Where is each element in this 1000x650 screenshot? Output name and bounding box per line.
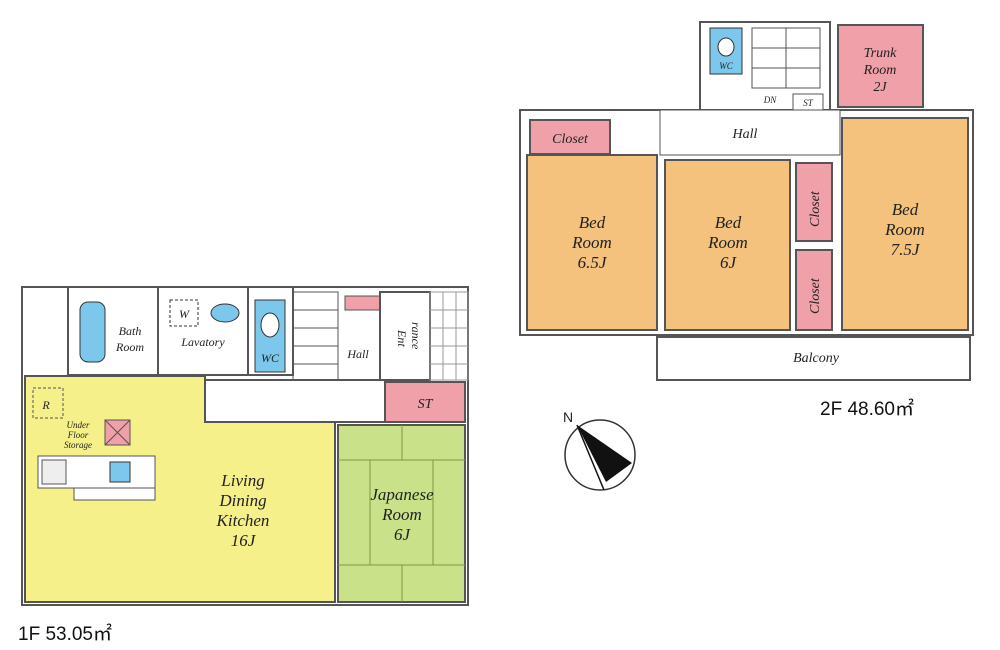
closet-bedroom-1 <box>529 119 611 155</box>
floor-2-area-label: 2F 48.60㎡ <box>820 397 914 420</box>
bedroom-2-label-2: Room <box>707 233 748 252</box>
stairs-1f <box>292 291 339 381</box>
hall-1f-label: Hall <box>346 347 369 361</box>
wc-1f-label: WC <box>261 351 280 365</box>
ldk-label-1: Living <box>220 471 264 490</box>
closet-vertical-2 <box>795 249 833 331</box>
compass: N <box>563 409 636 491</box>
ldk-label-2: Dining <box>218 491 266 510</box>
bedroom-2-label-1: Bed <box>715 213 742 232</box>
storage-1f-label: ST <box>418 397 434 412</box>
wc-2f-label: WC <box>719 61 733 71</box>
toilet-2f-icon <box>717 37 735 57</box>
lavatory <box>157 286 249 376</box>
north-arrow-icon <box>577 425 632 482</box>
corridor-1f <box>204 379 386 423</box>
balcony-label: Balcony <box>793 351 840 366</box>
entrance-label-2: rance <box>409 322 423 350</box>
bedroom-3-label-2: Room <box>884 220 925 239</box>
washer-label: W <box>179 307 190 321</box>
refrigerator-label: R <box>41 398 50 412</box>
japanese-label-2: Room <box>381 505 422 524</box>
bedroom-3 <box>841 117 969 331</box>
toilet-icon <box>260 312 280 338</box>
hall-2f-label: Hall <box>732 127 758 142</box>
stairs-2f <box>751 27 821 89</box>
shoe-storage <box>344 295 381 311</box>
compass-north-label: N <box>563 409 573 425</box>
closet-vertical-1-label: Closet <box>808 190 823 227</box>
kitchen-bar <box>73 487 156 501</box>
floor-1-area-label: 1F 53.05㎡ <box>18 622 112 645</box>
bath-label-2: Room <box>115 340 144 354</box>
ldk <box>24 375 336 603</box>
stove-icon <box>41 459 67 485</box>
sink-icon <box>210 303 240 323</box>
balcony <box>656 336 971 381</box>
trunk-room <box>837 24 924 108</box>
tatami-lines <box>338 425 465 602</box>
bedroom-3-label-3: 7.5J <box>891 240 921 259</box>
bedroom-3-label-1: Bed <box>892 200 919 219</box>
trunk-label-1: Trunk <box>864 46 897 61</box>
storage-label-1: Under <box>67 420 90 430</box>
entrance <box>379 291 431 381</box>
bedroom-1-label-3: 6.5J <box>578 253 608 272</box>
japanese-label-3: 6J <box>394 525 412 544</box>
storage-2f-label: ST <box>803 98 814 108</box>
bathtub-icon <box>79 301 106 363</box>
bedroom-2 <box>664 159 791 331</box>
ldk-label-3: Kitchen <box>216 511 270 530</box>
storage-1f <box>384 381 466 423</box>
bedroom-1 <box>526 154 658 331</box>
porch-tiles <box>429 291 469 381</box>
trunk-label-2: Room <box>863 63 897 78</box>
bedroom-1-label-1: Bed <box>579 213 606 232</box>
ldk-label-4: 16J <box>231 531 257 550</box>
washer-space <box>169 299 199 327</box>
entrance-label-1: Ent <box>395 329 409 347</box>
trunk-label-3: 2J <box>873 80 887 95</box>
floor-2: WC DN ST Trunk Room 2J Hall Closet Bed R… <box>519 21 974 420</box>
hall-2f <box>659 109 841 156</box>
closet-bedroom-1-label: Closet <box>552 132 589 147</box>
bath-label-1: Bath <box>119 324 142 338</box>
storage-label-3: Storage <box>64 440 92 450</box>
stairs-down-label: DN <box>763 95 777 105</box>
kitchen-sink-icon <box>109 461 131 483</box>
lavatory-label: Lavatory <box>180 335 225 349</box>
bedroom-2-label-3: 6J <box>720 253 738 272</box>
closet-vertical-2-label: Closet <box>808 277 823 314</box>
storage-label-2: Floor <box>67 430 89 440</box>
refrigerator-space <box>32 387 64 419</box>
japanese-label-1: Japanese <box>370 485 434 504</box>
closet-vertical-1 <box>795 162 833 242</box>
floor-1: Bath Room W Lavatory WC UP Hall Ent ranc… <box>18 286 469 645</box>
bedroom-1-label-2: Room <box>571 233 612 252</box>
